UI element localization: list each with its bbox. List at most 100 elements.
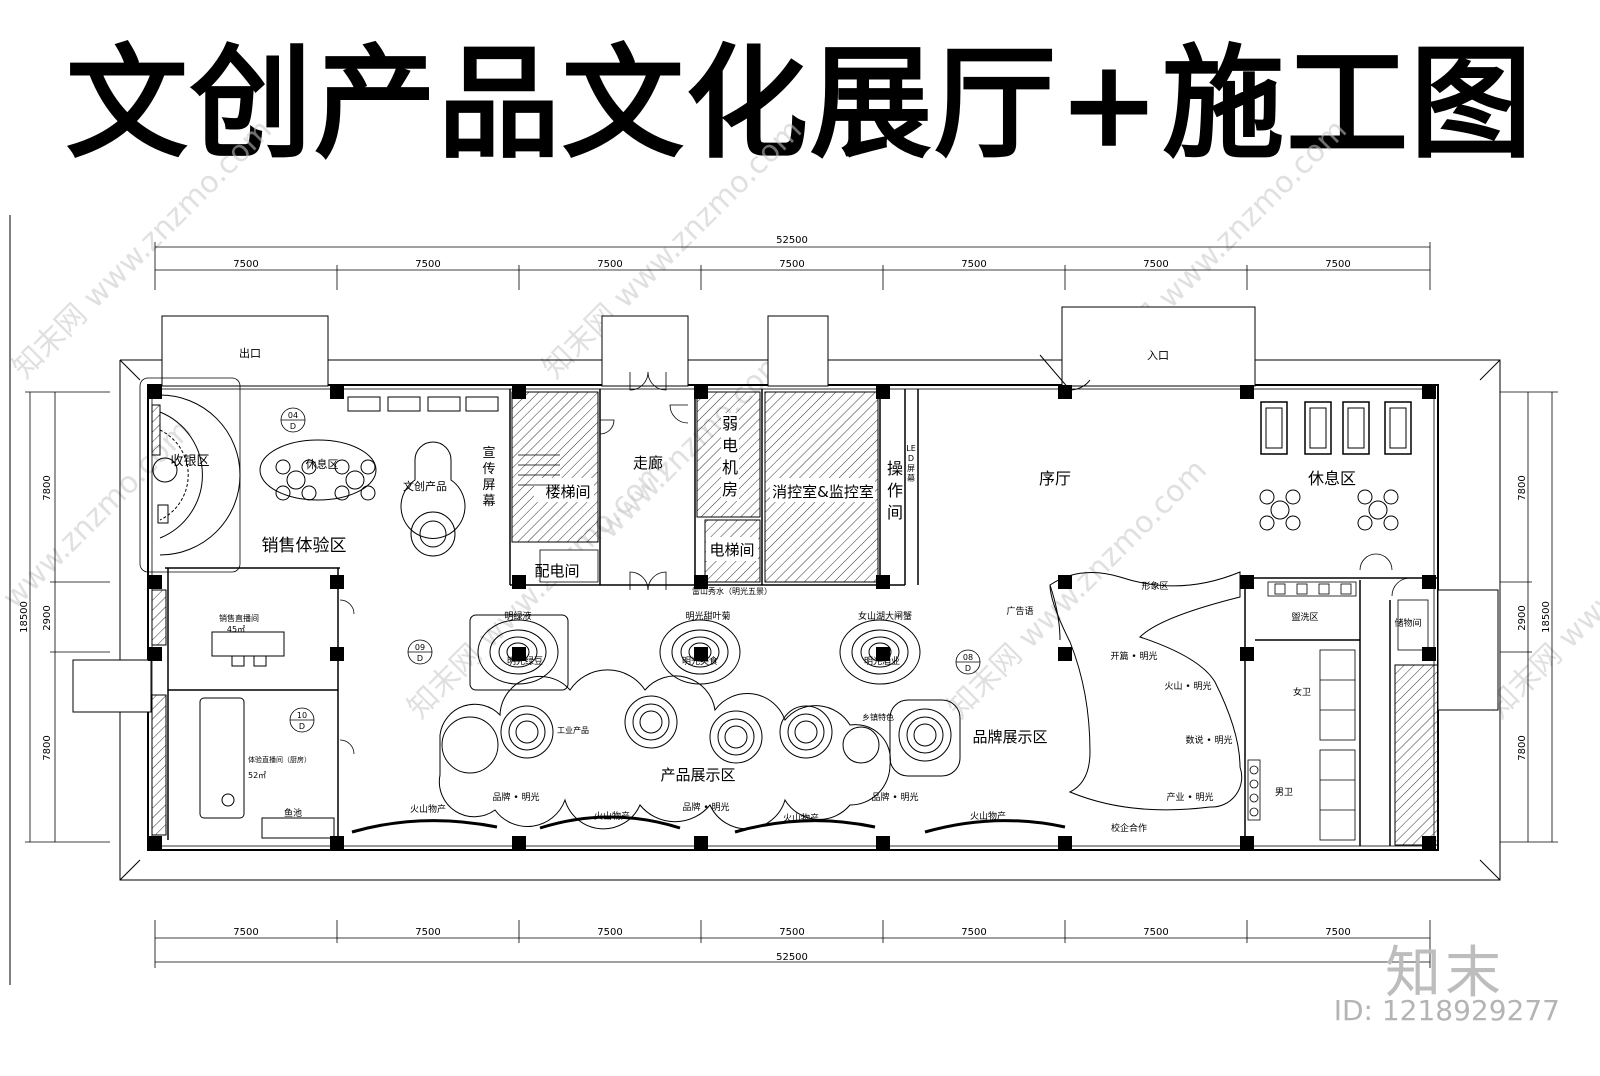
dim-side: 7800 <box>1517 735 1528 760</box>
exp-room-area: 52㎡ <box>248 771 266 780</box>
cultural-products-label: 文创产品 <box>403 479 447 493</box>
wall-label: 火山 • 明光 <box>1164 680 1211 692</box>
dim-bay: 7500 <box>961 927 986 938</box>
restroom-fixtures <box>1247 581 1429 841</box>
exhibit-sublabel: 明光美食 <box>682 655 718 667</box>
image-area-label: 形象区 <box>1141 580 1168 592</box>
index-mark: 10 <box>297 711 307 720</box>
cashier-label: 收银区 <box>170 454 209 469</box>
display-walls <box>351 815 1066 834</box>
wash-area-label: 盥洗区 <box>1291 611 1318 623</box>
dim-total-bottom: 52500 <box>776 952 808 963</box>
exhibit-label: 女山湖大闸蟹 <box>858 610 912 622</box>
partitions <box>165 389 1438 846</box>
elevator-label: 电梯间 <box>709 541 754 559</box>
wall-label: 品牌 • 明光 <box>682 801 729 813</box>
low-voltage-label: 弱电机房 <box>721 413 739 501</box>
index-mark: D <box>965 664 971 673</box>
rest-right-label: 休息区 <box>1308 469 1356 488</box>
cultural-display <box>400 441 466 557</box>
fish-pool-label: 鱼池 <box>284 807 302 819</box>
columns <box>148 385 1436 850</box>
product-display <box>438 614 961 830</box>
wall-label: 火山物产 <box>594 810 630 822</box>
exhibit-sublabel: 明光绿豆 <box>507 655 543 667</box>
dim-bay: 7500 <box>1143 927 1168 938</box>
dim-side-total: 18500 <box>1541 601 1552 633</box>
town-specialty-label: 乡镇特色 <box>862 712 894 722</box>
dim-side-total: 18500 <box>19 601 30 633</box>
dim-bay: 7500 <box>779 927 804 938</box>
stairwell-label: 楼梯间 <box>545 483 590 501</box>
live-room-area: 45㎡ <box>227 625 245 634</box>
promo-screen-label: 宣传屏幕 <box>482 446 496 509</box>
exhibit-label: 明光甜叶菊 <box>685 610 730 622</box>
corridor-label: 走廊 <box>633 454 663 472</box>
dim-side: 7800 <box>1517 475 1528 500</box>
wall-label: 火山物产 <box>970 810 1006 822</box>
stairwell-hatch <box>511 391 599 543</box>
dim-bay: 7500 <box>415 927 440 938</box>
dim-side: 7800 <box>42 475 53 500</box>
index-mark: D <box>299 722 305 731</box>
exp-room-label: 体验直播间（厨房） <box>248 755 311 764</box>
cashier-counter <box>139 377 241 573</box>
page-title: 文创产品文化展厅+施工图 <box>65 31 1535 175</box>
dim-total-top: 52500 <box>776 235 808 246</box>
dim-side: 2900 <box>1517 605 1528 630</box>
female-wc-label: 女卫 <box>1293 686 1311 698</box>
dimension-right <box>1500 391 1558 843</box>
dimension-left <box>25 391 110 843</box>
wall-label: 火山物产 <box>410 803 446 815</box>
wall-label: 开篇 • 明光 <box>1110 650 1157 662</box>
dim-bay: 7500 <box>1325 927 1350 938</box>
dim-bay: 7500 <box>597 927 622 938</box>
dimension-top <box>154 242 1431 290</box>
index-mark: D <box>290 422 296 431</box>
dim-bay: 7500 <box>961 259 986 270</box>
product-area-label: 产品展示区 <box>660 766 735 784</box>
wall-label: 校企合作 <box>1111 822 1147 834</box>
wall-label: 品牌 • 明光 <box>871 791 918 803</box>
index-mark: 09 <box>415 643 425 652</box>
index-mark: 08 <box>963 653 973 662</box>
wall-label: 数说 • 明光 <box>1185 734 1232 746</box>
wall-label: 产业 • 明光 <box>1166 791 1213 803</box>
dim-bay: 7500 <box>779 259 804 270</box>
dim-bay: 7500 <box>1325 259 1350 270</box>
exhibit-label: 明绿液 <box>504 610 531 622</box>
wall-label: 品牌 • 明光 <box>492 791 539 803</box>
index-mark: D <box>417 654 423 663</box>
live-room-label: 销售直播间 <box>219 613 259 623</box>
industrial-label: 工业产品 <box>557 725 589 735</box>
fire-control-label: 消控室&监控室 <box>772 483 874 501</box>
dim-bay: 7500 <box>415 259 440 270</box>
storage-label: 储物间 <box>1394 617 1421 629</box>
watermark-text: 知末网 www.znzmo.com <box>1481 453 1600 726</box>
male-wc-label: 男卫 <box>1275 787 1293 798</box>
power-room-label: 配电间 <box>534 562 579 580</box>
entrance-label: 入口 <box>1147 349 1169 362</box>
entrance-annex <box>1061 306 1256 387</box>
right-stair-hatch <box>1394 664 1439 846</box>
dim-side: 7800 <box>42 735 53 760</box>
dim-bay: 7500 <box>233 927 258 938</box>
ad-slogan-label: 广告语 <box>1006 605 1033 617</box>
dim-bay: 7500 <box>233 259 258 270</box>
exit-annex <box>161 315 329 387</box>
image-id: ID: 1218929277 <box>1333 994 1560 1027</box>
wall-label: 火山物产 <box>783 812 819 824</box>
exhibit-sublabel: 明光酒业 <box>864 655 900 667</box>
lobby-label: 序厅 <box>1039 469 1071 488</box>
exit-label: 出口 <box>239 346 261 360</box>
dim-bay: 7500 <box>597 259 622 270</box>
rest-left-label: 休息区 <box>306 457 339 471</box>
index-mark: 04 <box>288 411 298 420</box>
sales-area-label: 销售体验区 <box>262 536 347 556</box>
dimension-bottom <box>154 920 1431 968</box>
dim-bay: 7500 <box>1143 259 1168 270</box>
operation-label: 操作间 <box>886 459 903 522</box>
banner-label: 雷山秀水（明光五景） <box>692 586 772 596</box>
watermark-brand: 知末 <box>1385 941 1505 1006</box>
